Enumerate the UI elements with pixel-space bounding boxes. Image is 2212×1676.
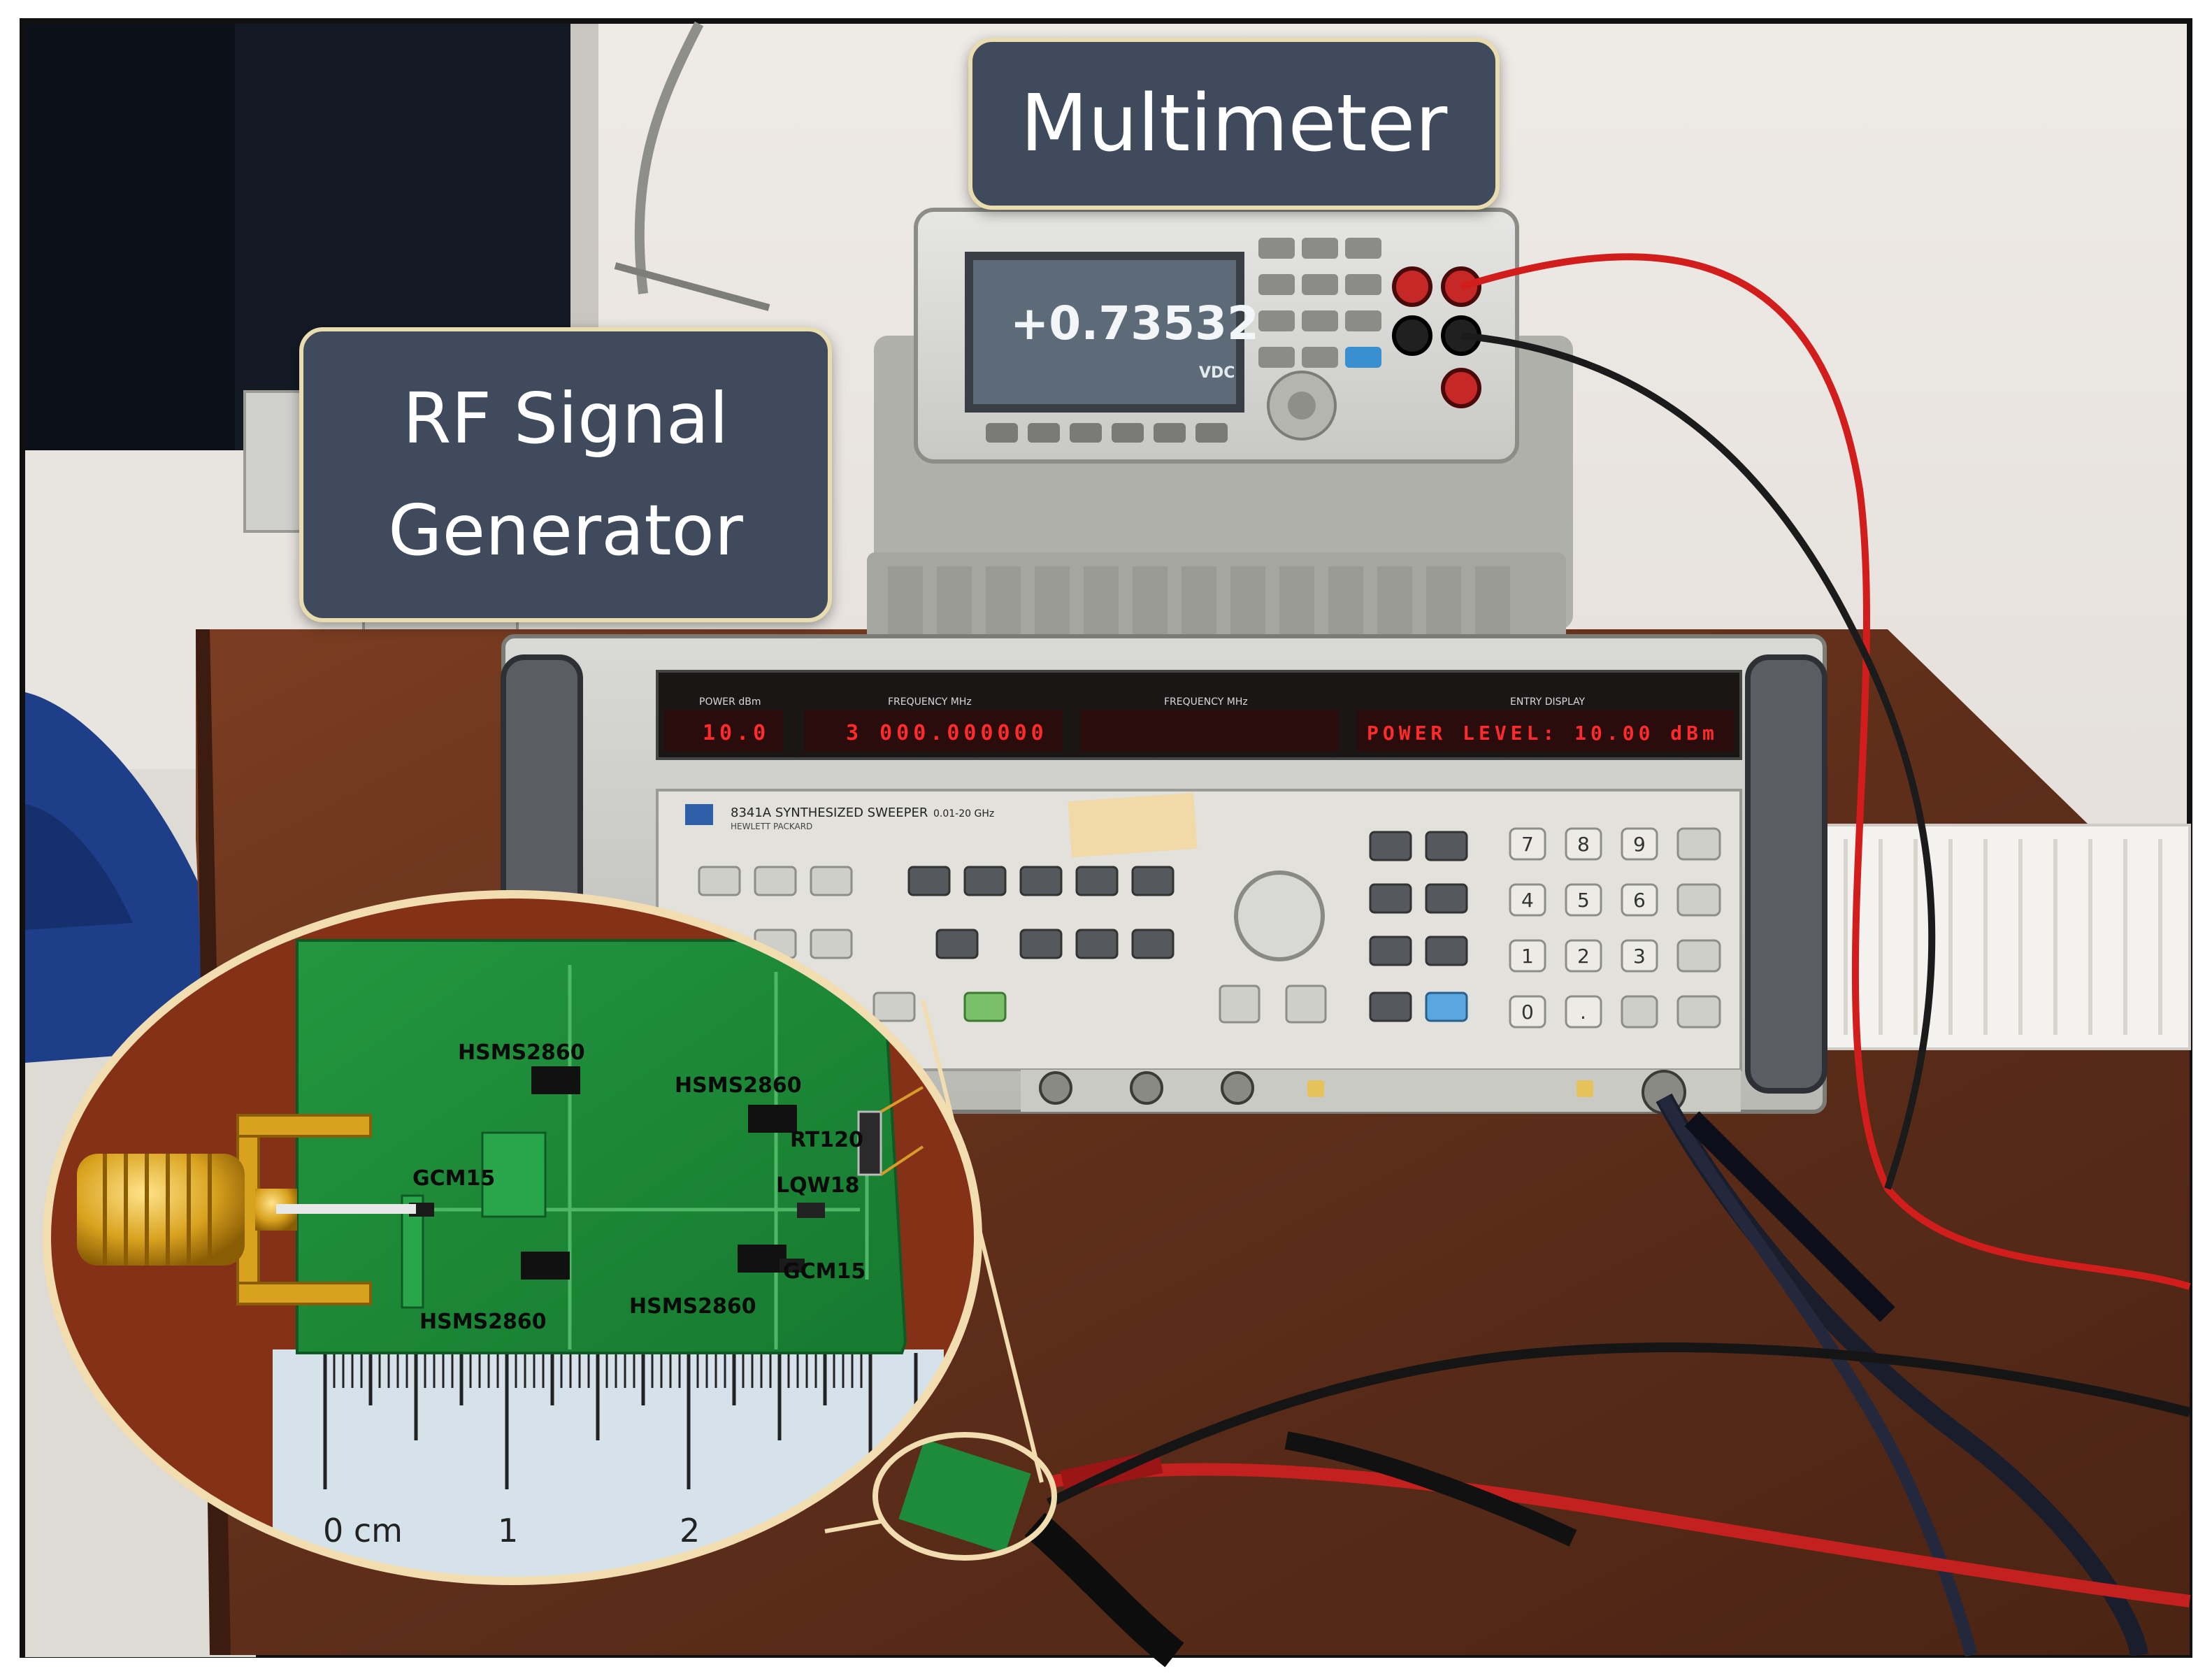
sma-connector <box>77 1114 416 1305</box>
model-label: 8341A SYNTHESIZED SWEEPER <box>731 805 928 820</box>
key-2: 2 <box>1577 945 1590 968</box>
diode-hsms2860-4 <box>738 1245 787 1273</box>
inductor-lqw18 <box>797 1203 825 1218</box>
red-probe-cable <box>1460 253 2191 1290</box>
blue-chair <box>25 692 210 1063</box>
key-6: 6 <box>1633 889 1646 912</box>
numeric-keypad: 7 8 9 4 5 6 1 2 3 0 . <box>1509 827 1658 1029</box>
range-label: 0.01-20 GHz <box>933 808 994 819</box>
ruler-label-1: 1 <box>498 1512 518 1549</box>
callout-rf-line2: Generator <box>388 489 743 571</box>
ruler-label-0: 0 cm <box>323 1512 403 1549</box>
key-3: 3 <box>1633 945 1646 968</box>
callout-multimeter-label: Multimeter <box>1020 78 1448 169</box>
entry-readout: POWER LEVEL: 10.00 dBm <box>1367 722 1718 745</box>
label-frequency-1: FREQUENCY MHz <box>888 696 972 708</box>
rotary-knob <box>1234 871 1325 961</box>
radiator <box>1823 824 2191 1050</box>
diode-hsms2860-2 <box>748 1105 797 1133</box>
red-probe <box>1047 1463 2191 1607</box>
black-probe <box>1046 1342 2191 1508</box>
diode-hsms2860-1 <box>531 1066 580 1094</box>
key-9: 9 <box>1633 833 1646 856</box>
key-7: 7 <box>1521 833 1534 856</box>
capacitor-gcm15-2 <box>780 1259 805 1273</box>
dmm-unit: VDC <box>1199 364 1235 382</box>
lamp-arm <box>634 21 704 294</box>
diode-hsms2860-3 <box>521 1252 570 1280</box>
callout-rf-signal-generator: RF Signal Generator <box>299 327 832 622</box>
label-power-dbm: POWER dBm <box>699 696 761 708</box>
label-hsms2860-bottom-right: HSMS2860 <box>629 1294 756 1319</box>
key-4: 4 <box>1521 889 1534 912</box>
maker-label: HEWLETT PACKARD <box>731 822 812 831</box>
label-hsms2860-top-left: HSMS2860 <box>458 1040 585 1065</box>
frequency-readout: 3 000.000000 <box>846 721 1048 745</box>
resistor-rt120 <box>857 1110 882 1176</box>
label-gcm15-left: GCM15 <box>412 1166 495 1191</box>
black-probe-cable <box>1460 332 1936 1190</box>
power-readout: 10.0 <box>703 721 770 745</box>
ruler-label-2: 2 <box>680 1512 700 1549</box>
key-1: 1 <box>1521 945 1534 968</box>
label-gcm15-right: GCM15 <box>783 1259 866 1284</box>
label-hsms2860-top-right: HSMS2860 <box>675 1073 802 1098</box>
callout-rf-line1: RF Signal <box>403 378 728 459</box>
label-rt120: RT120 <box>790 1128 863 1152</box>
label-lqw18: LQW18 <box>776 1173 859 1198</box>
callout-multimeter: Multimeter <box>968 38 1500 210</box>
digital-multimeter: +0.73532 VDC <box>914 208 1519 464</box>
test-board-photo <box>872 1432 1057 1561</box>
key-dot: . <box>1580 1001 1586 1024</box>
key-0: 0 <box>1521 1001 1534 1024</box>
label-entry-display: ENTRY DISPLAY <box>1510 696 1586 708</box>
key-8: 8 <box>1577 833 1590 856</box>
key-5: 5 <box>1577 889 1590 912</box>
label-hsms2860-bottom-left: HSMS2860 <box>419 1310 547 1334</box>
dmm-reading: +0.73532 <box>1010 296 1259 350</box>
label-frequency-2: FREQUENCY MHz <box>1164 696 1248 708</box>
